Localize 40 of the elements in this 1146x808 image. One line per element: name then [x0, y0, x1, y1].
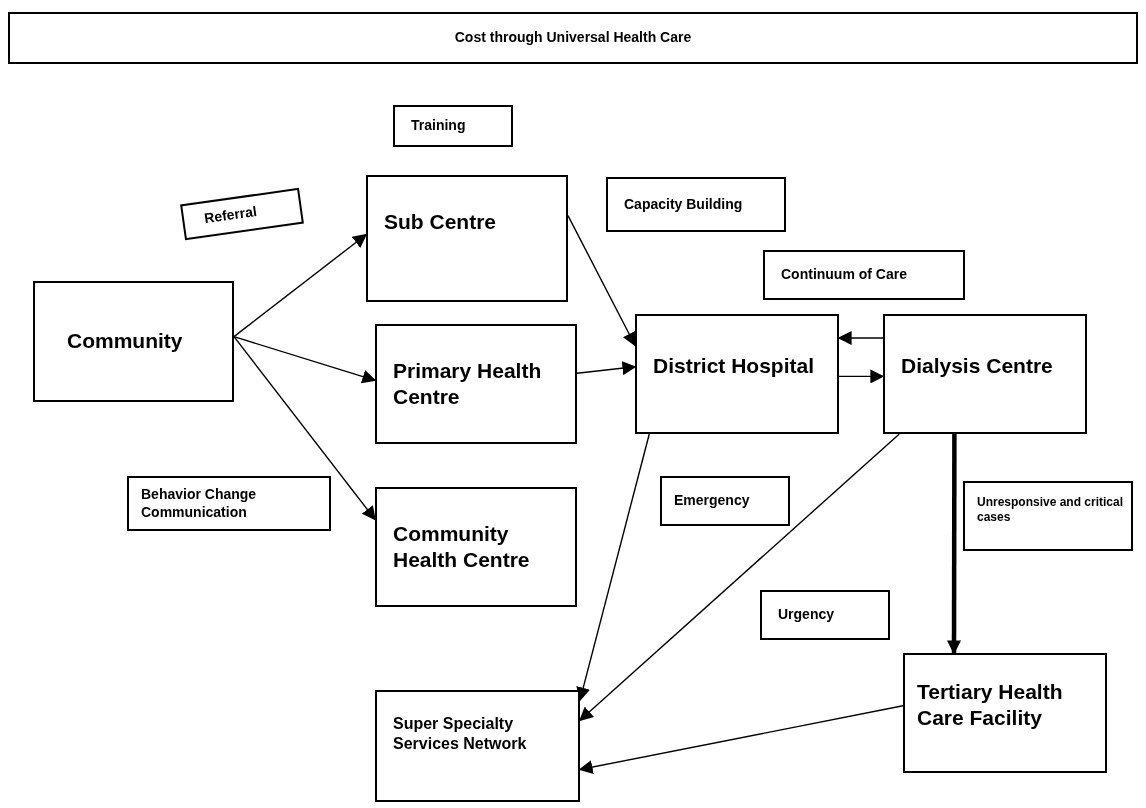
box-label: Sub Centre [384, 209, 496, 236]
label-box [375, 690, 580, 802]
box-label: Primary Health Centre [393, 357, 543, 410]
box-label: Emergency [674, 492, 750, 510]
box-label: Community Health Centre [393, 520, 531, 573]
box-label: Community [67, 328, 183, 355]
box-label: Referral [203, 203, 258, 228]
box-label: Unresponsive and critical cases [977, 495, 1125, 525]
box-label: Training [411, 117, 466, 135]
label-box [660, 476, 790, 526]
box-label: Behavior Change Communication [141, 486, 258, 521]
arrow [576, 361, 637, 376]
box-label: Super Specialty Services Network [393, 714, 528, 754]
box-label: Tertiary Health Care Facility [917, 678, 1064, 731]
label-box [763, 250, 965, 300]
box-label: Dialysis Centre [901, 352, 1053, 379]
box-label: Urgency [778, 606, 835, 624]
title-box [8, 12, 1138, 64]
arrow [233, 335, 376, 521]
arrow [233, 233, 368, 338]
label-box [635, 314, 839, 434]
arrow [838, 369, 885, 384]
label-box [963, 481, 1133, 551]
box-label: District Hospital [653, 352, 815, 379]
label-box [127, 476, 331, 531]
label-box [606, 177, 786, 232]
label-box [883, 314, 1087, 434]
box-label: Continuum of Care [781, 266, 907, 284]
arrow [233, 335, 377, 384]
label-box [375, 487, 577, 607]
title-text: Cost through Universal Health Care [454, 29, 692, 47]
label-box [393, 105, 513, 147]
label-box [366, 175, 568, 302]
label-box [33, 281, 234, 402]
label-box [903, 653, 1107, 773]
box-label: Capacity Building [624, 195, 743, 214]
label-box [760, 590, 890, 640]
arrow [576, 433, 650, 702]
arrow [947, 434, 961, 655]
label-box [375, 324, 577, 444]
